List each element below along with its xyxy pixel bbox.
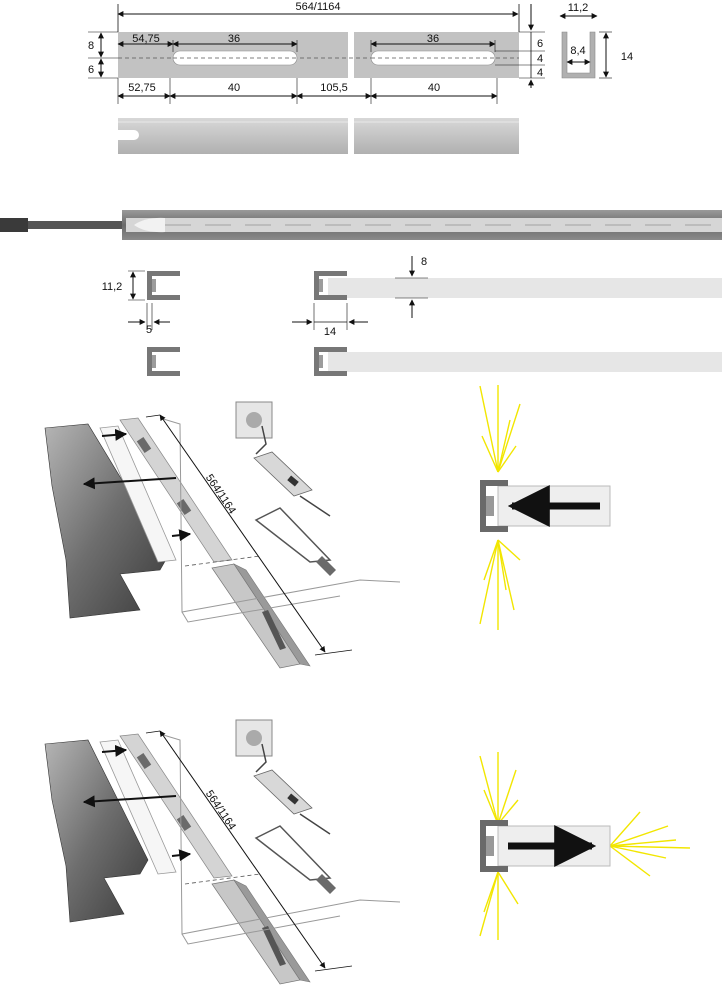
small-profile-width-label: 5 [146, 324, 152, 336]
hacksaw-top [254, 507, 332, 563]
slot-length-left-label: 36 [228, 33, 240, 45]
light-direction-diagram-2 [479, 752, 691, 940]
rail-strip-right [354, 118, 519, 154]
assembly-length-label-bottom: 564/1164 [203, 788, 238, 832]
hacksaw-bottom [254, 825, 332, 881]
right-dim-c-label: 4 [537, 67, 543, 79]
cable-plug [0, 218, 28, 232]
driver-box-top [253, 451, 313, 497]
cable [0, 221, 130, 229]
profile-height-label: 14 [621, 51, 633, 63]
large-profile-width-label: 14 [324, 326, 336, 338]
large-profile-2 [314, 347, 347, 376]
slot-offset-label: 54,75 [132, 33, 160, 45]
small-profile-2 [147, 347, 180, 376]
hole-spacing-left-label: 40 [228, 82, 240, 94]
profile-width-label: 11,2 [568, 2, 589, 14]
light-rays-1 [479, 385, 521, 630]
right-dim-b-label: 4 [537, 53, 543, 65]
rail-dimension-drawing: 564/1164 54,75 36 36 8 6 [88, 1, 633, 154]
panel-thickness-label: 8 [421, 256, 427, 268]
assembly-illustration-bottom: 564/1164 [44, 719, 401, 985]
assembly-illustration-top: 564/1164 [44, 401, 401, 669]
light-direction-diagram-1 [479, 385, 611, 630]
small-profile-height-label: 11,2 [102, 281, 123, 293]
profile-section: 11,2 5 14 8 [102, 256, 722, 376]
panel-top [328, 278, 722, 298]
slot-length-right-label: 36 [427, 33, 439, 45]
gap-between-label: 105,5 [320, 82, 348, 94]
right-dim-a-label: 6 [537, 38, 543, 50]
light-tube-section [0, 210, 722, 240]
profile-inner-width-label: 8,4 [570, 45, 585, 57]
driver-box-bottom [253, 769, 313, 815]
metal-panel-2 [44, 739, 149, 923]
rail-strip-left [118, 118, 348, 154]
profile-cross-section [561, 31, 596, 79]
large-profile [314, 271, 347, 300]
height-lower-label: 6 [88, 64, 94, 76]
small-profile [147, 271, 180, 300]
height-upper-label: 8 [88, 40, 94, 52]
assembly-length-label-top: 564/1164 [203, 472, 238, 516]
light-rays-2 [479, 752, 691, 940]
panel-bottom [328, 352, 722, 372]
hole-offset-label: 52,75 [128, 82, 156, 94]
overall-length-label: 564/1164 [295, 1, 340, 13]
hole-spacing-right-label: 40 [428, 82, 440, 94]
